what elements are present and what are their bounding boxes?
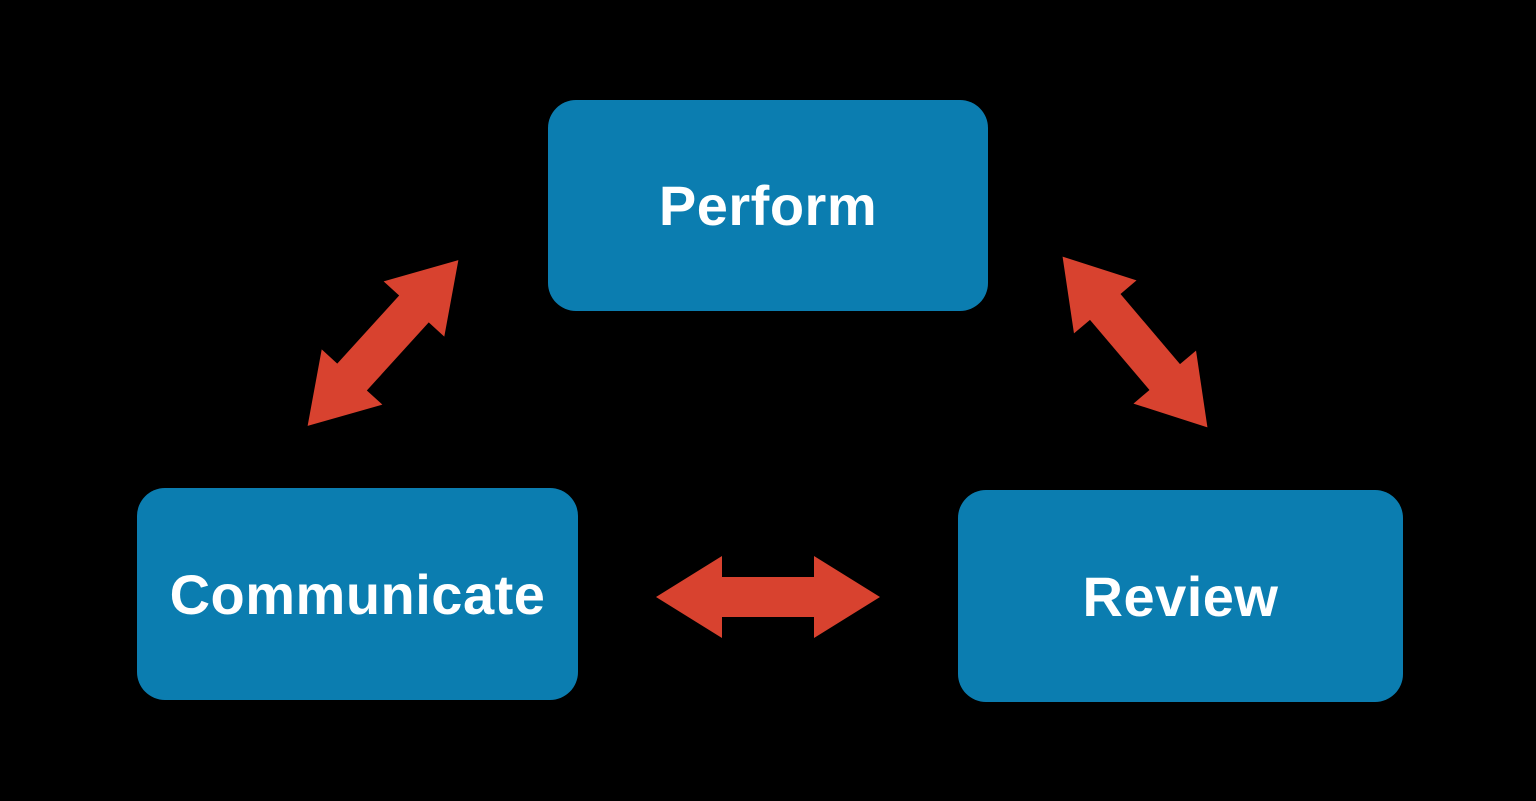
- double-arrow-icon-perform-communicate: [307, 260, 459, 426]
- double-arrow-icon-communicate-review: [656, 556, 880, 638]
- node-communicate: Communicate: [137, 488, 578, 700]
- node-perform-label: Perform: [658, 174, 878, 237]
- node-communicate-label: Communicate: [169, 562, 546, 626]
- node-review: Review: [958, 490, 1403, 702]
- node-review-label: Review: [1082, 564, 1279, 628]
- double-arrow-icon-perform-review: [1062, 256, 1208, 428]
- node-perform: Perform: [548, 100, 988, 311]
